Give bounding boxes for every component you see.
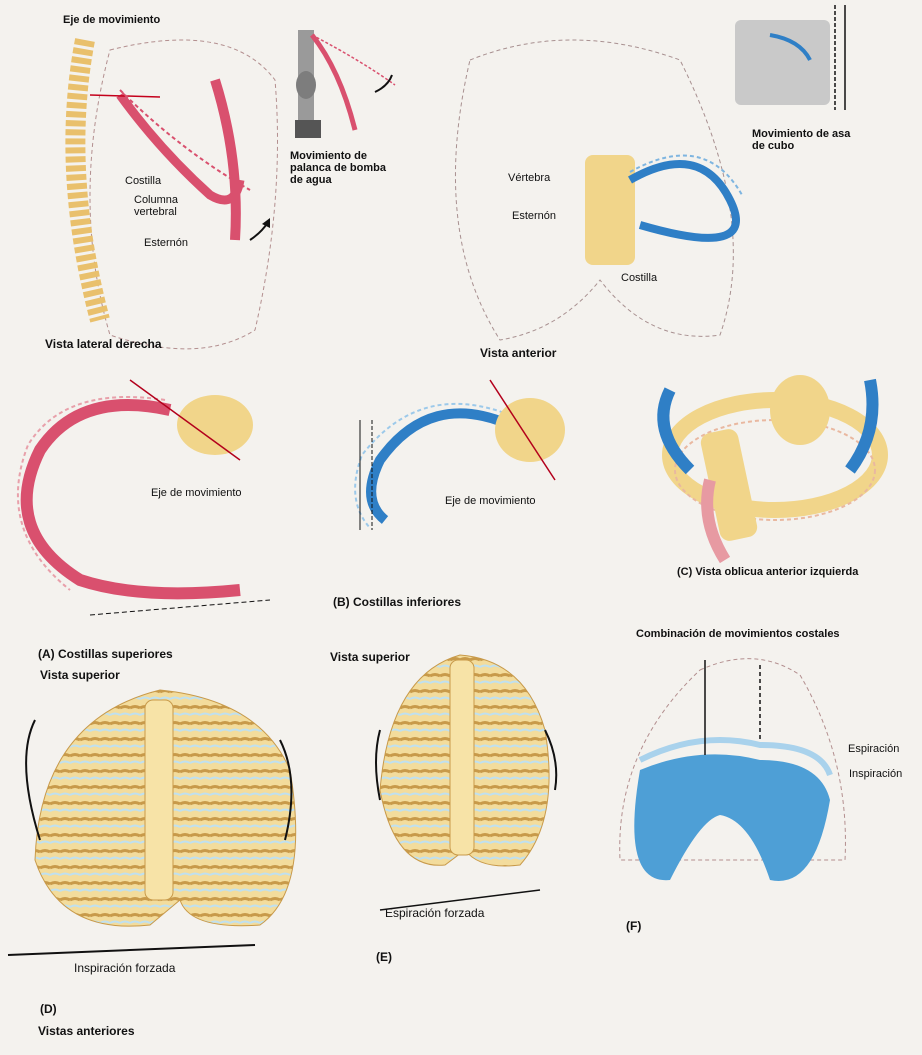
panel-f-diaphragm [620,659,846,881]
diaphragm-inspiration [634,754,830,881]
anterior-view-label: Vista anterior [480,347,556,360]
vertebra-superior [177,395,253,455]
pump-illustration [295,30,395,138]
expiration-forced-label: Espiración forzada [385,907,484,919]
panel-e-thorax [376,655,556,910]
panel-c-oblique-view [663,375,880,560]
vertebra-label: Vértebra [508,172,550,184]
caption-a: (A) Costillas superiores [38,648,173,661]
spine-label: Columna vertebral [134,194,214,218]
vertebra-oblique [770,375,830,445]
panel-f-title: Combinación de movimientos costales [636,628,840,640]
axis-label-top: Eje de movimiento [63,14,160,26]
panel-f-letter: (F) [626,920,641,933]
rib-label-b: Costilla [621,272,657,284]
panel-d-thorax [8,690,296,955]
sternum-label-a: Esternón [144,237,188,249]
expiration-label: Espiración [848,743,899,755]
pump-label: Movimiento de palanca de bomba de agua [290,150,400,186]
caption-b: (B) Costillas inferiores [333,596,461,609]
lateral-view-label: Vista lateral derecha [45,338,162,351]
rib-blue [630,164,736,238]
sternum-label-b: Esternón [512,210,556,222]
anterior-views-caption: Vistas anteriores [38,1025,135,1038]
axis-label-a-superior: Eje de movimiento [151,487,242,499]
caption-a-view: Vista superior [40,669,120,682]
caption-b-view: Vista superior [330,651,410,664]
inspiration-forced-label: Inspiración forzada [74,962,175,974]
caption-c: (C) Vista oblicua anterior izquierda [677,566,858,578]
panel-d-letter: (D) [40,1003,57,1016]
bucket [735,20,830,105]
panel-b-superior-view [355,380,565,530]
rib-label-a: Costilla [125,175,161,187]
sternum-e [450,660,474,855]
inspiration-label: Inspiración [849,768,902,780]
axis-label-b-superior: Eje de movimiento [445,495,536,507]
vertebra [585,155,635,265]
sternum-d [145,700,173,900]
panel-e-letter: (E) [376,951,392,964]
bucket-label: Movimiento de asa de cubo [752,128,862,152]
sternum-red [215,80,236,240]
vertebra-superior-b [495,398,565,462]
